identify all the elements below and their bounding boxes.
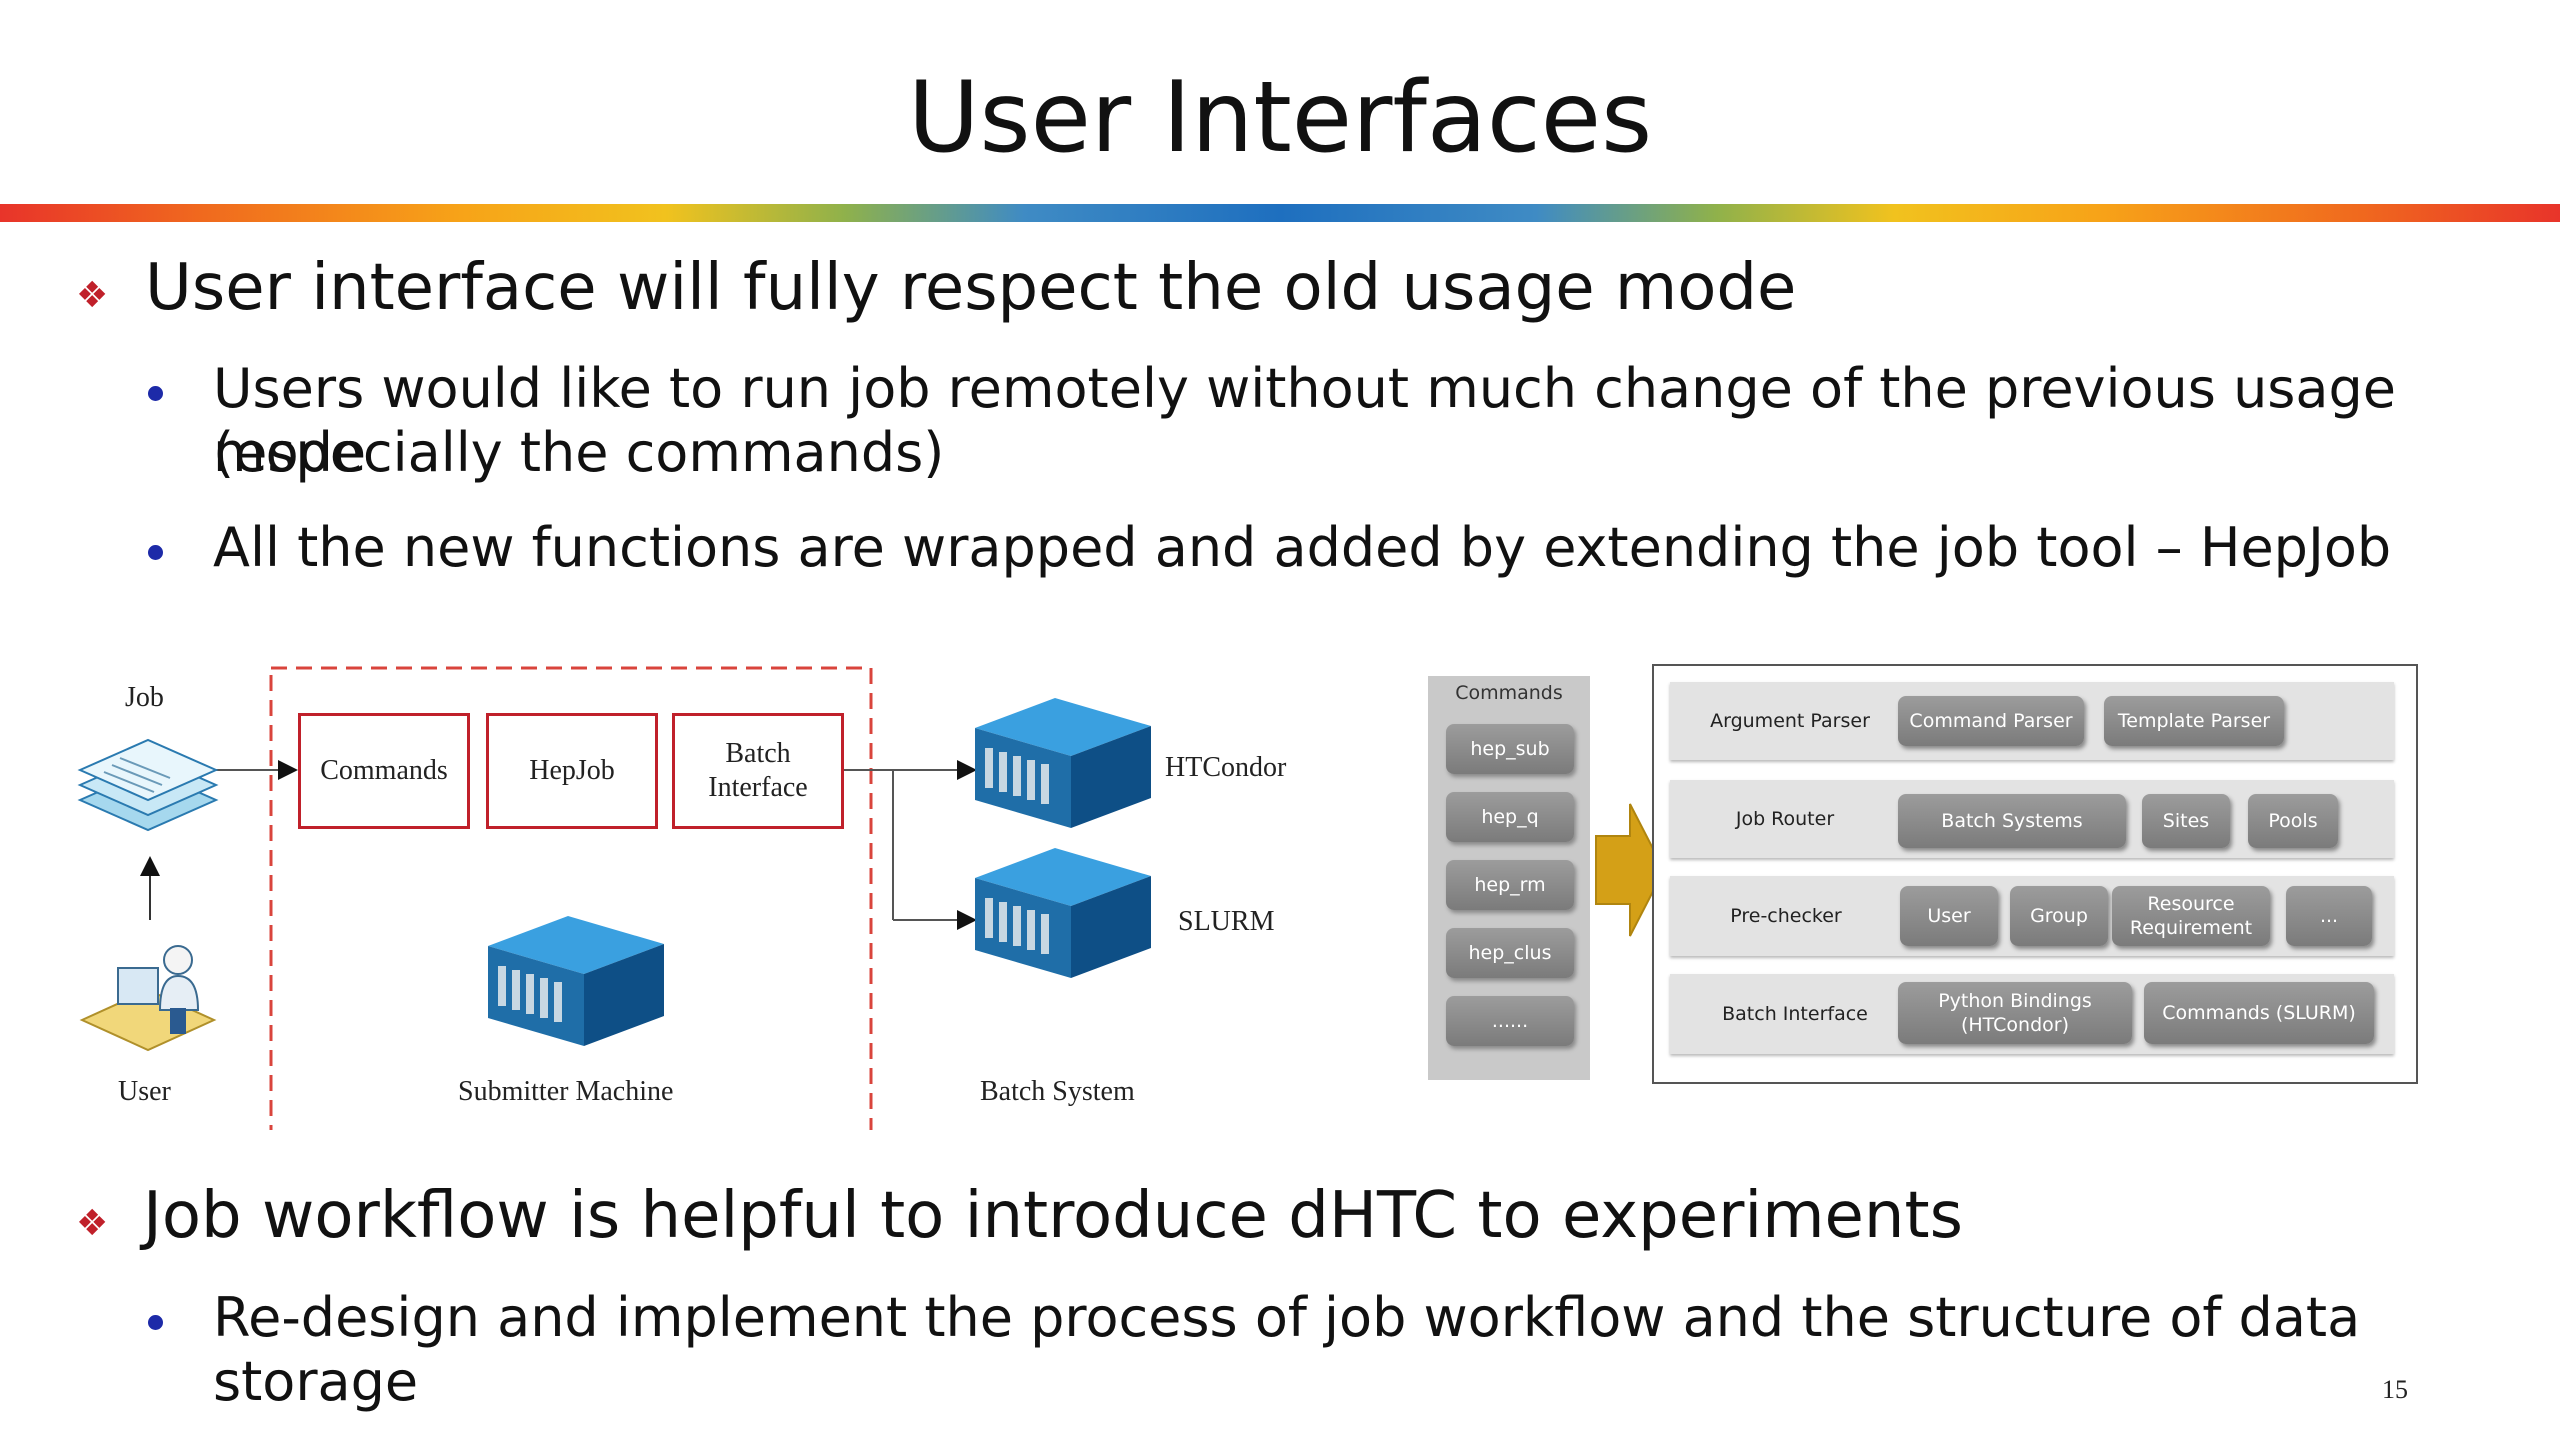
resource-requirement-module: Resource Requirement — [2112, 886, 2270, 946]
bullet-1-1-line1: Users would like to run job remotely wit… — [213, 357, 2397, 484]
user-module: User — [1900, 886, 1998, 946]
user-label: User — [118, 1076, 171, 1107]
slurm-server-icon — [975, 848, 1151, 978]
commands-column-header: Commands — [1455, 682, 1563, 704]
commands-box: Commands — [298, 713, 470, 829]
python-bindings-line1: Python Bindings — [1938, 990, 2092, 1012]
bullet-1: User interface will fully respect the ol… — [145, 251, 1797, 325]
bullet-2: Job workflow is helpful to introduce dHT… — [143, 1179, 1963, 1253]
batch-interface-label: Batch Interface — [1722, 1003, 1868, 1025]
gold-arrow-icon — [1595, 803, 1666, 937]
commands-box-label: Commands — [320, 755, 448, 786]
pools-module: Pools — [2248, 794, 2338, 848]
batch-systems-module: Batch Systems — [1898, 794, 2126, 848]
argument-parser-label: Argument Parser — [1710, 710, 1870, 732]
submitter-server-icon — [488, 916, 664, 1046]
dot-bullet-icon — [148, 545, 163, 560]
diamond-bullet-icon: ❖ — [76, 275, 109, 316]
resource-label-line1: Resource — [2147, 893, 2235, 915]
bullet-1-1-line2: (especially the commands) — [213, 421, 945, 484]
diamond-bullet-icon: ❖ — [76, 1203, 109, 1244]
more-checks-module: ... — [2286, 886, 2372, 946]
command-hep-rm: hep_rm — [1446, 860, 1574, 910]
slurm-label: SLURM — [1178, 906, 1275, 937]
dot-bullet-icon — [148, 1315, 163, 1330]
resource-label-line2: Requirement — [2129, 917, 2253, 939]
batch-system-label: Batch System — [980, 1076, 1135, 1107]
submitter-machine-label: Submitter Machine — [458, 1076, 674, 1107]
command-hep-clus: hep_clus — [1446, 928, 1574, 978]
htcondor-label: HTCondor — [1165, 752, 1287, 783]
dot-bullet-icon — [148, 386, 163, 401]
hepjob-box-label: HepJob — [529, 755, 615, 786]
batch-box-label-line2: Interface — [708, 772, 808, 803]
bullet-2-1: Re-design and implement the process of j… — [213, 1286, 2361, 1413]
command-hep-q: hep_q — [1446, 792, 1574, 842]
diagram-connectors — [77, 666, 1151, 1130]
hepjob-box: HepJob — [486, 713, 658, 829]
group-module: Group — [2010, 886, 2108, 946]
title-divider-bar — [0, 204, 2560, 222]
command-hep-sub: hep_sub — [1446, 724, 1574, 774]
python-bindings-module: Python Bindings (HTCondor) — [1898, 982, 2132, 1044]
user-at-desk-icon — [79, 945, 217, 1052]
template-parser-module: Template Parser — [2104, 696, 2284, 746]
job-label: Job — [125, 682, 164, 713]
command-parser-module: Command Parser — [1898, 696, 2084, 746]
python-bindings-line2: (HTCondor) — [1960, 1014, 2070, 1036]
sites-module: Sites — [2142, 794, 2230, 848]
slide-title: User Interfaces — [907, 61, 1653, 175]
submission-diagram: Job User Commands HepJob Batch Interface… — [0, 650, 1320, 1130]
hepjob-architecture-diagram: Commands hep_sub hep_q hep_rm hep_clus .… — [1428, 660, 2428, 1090]
page-number: 15 — [2382, 1375, 2408, 1404]
command-more: ...... — [1446, 996, 1574, 1046]
job-documents-icon — [77, 738, 219, 832]
batch-box-label-line1: Batch — [725, 738, 791, 769]
job-router-label: Job Router — [1735, 808, 1835, 830]
htcondor-server-icon — [975, 698, 1151, 828]
commands-slurm-module: Commands (SLURM) — [2144, 982, 2374, 1044]
pre-checker-label: Pre-checker — [1730, 905, 1842, 927]
batch-interface-box: Batch Interface — [672, 713, 844, 829]
bullet-1-2: All the new functions are wrapped and ad… — [213, 516, 2392, 579]
